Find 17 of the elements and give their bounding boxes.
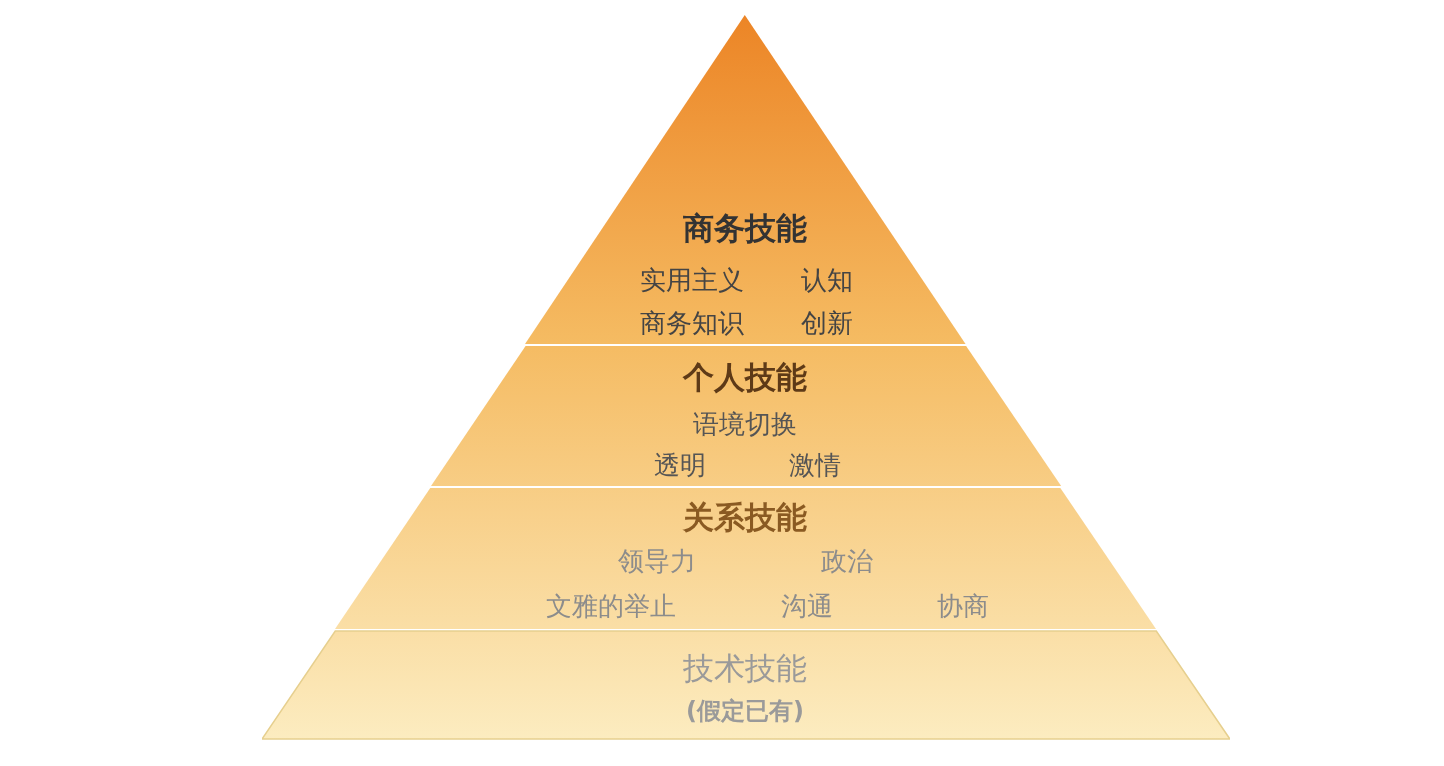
skill-label: 政治 (821, 546, 873, 576)
skill-label: 透明 (654, 450, 706, 480)
skill-label: 协商 (937, 591, 989, 621)
tier-heading: 关系技能 (683, 499, 807, 535)
tier-heading: 技术技能 (683, 650, 807, 686)
skill-label: 认知 (801, 265, 853, 295)
tier-heading: 个人技能 (683, 359, 807, 395)
skill-label: 语境切换 (693, 409, 797, 439)
skill-label: 文雅的举止 (546, 591, 676, 621)
tier-heading: 商务技能 (683, 210, 807, 246)
skill-label: 创新 (801, 308, 853, 338)
skill-label: (假定已有) (686, 697, 804, 725)
skill-label: 领导力 (618, 546, 696, 576)
skill-label: 激情 (789, 450, 841, 480)
skill-label: 商务知识 (640, 308, 744, 338)
skill-label: 沟通 (781, 591, 833, 621)
skill-label: 实用主义 (640, 265, 744, 295)
